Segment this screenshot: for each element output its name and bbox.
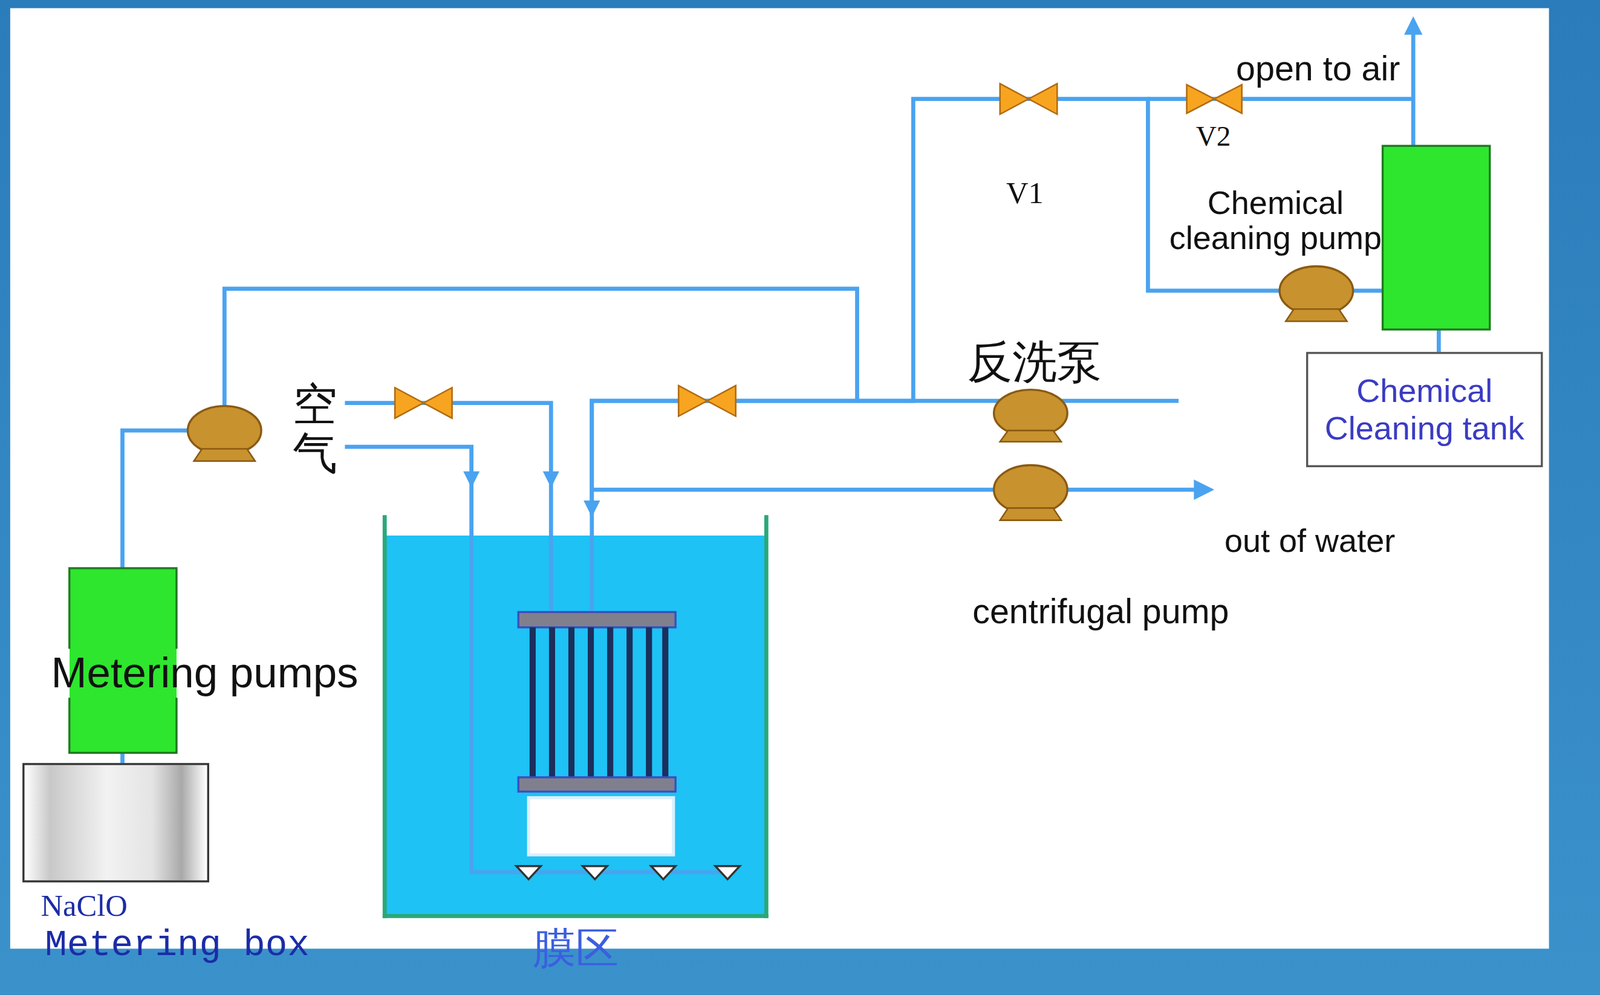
pump-base: [1000, 430, 1062, 443]
valve-label: V1: [1006, 175, 1044, 211]
cleaning-pump-box: [1382, 145, 1490, 330]
pump-base: [1285, 308, 1347, 322]
panel-background: [10, 8, 1550, 950]
outlet-label: out of water: [1224, 522, 1396, 560]
valve-symbol: [1000, 83, 1058, 115]
equipment-label: Metering pumps: [50, 648, 358, 699]
equipment-label: centrifugal pump: [972, 591, 1229, 632]
cleaning-tank: Chemical Cleaning tank: [1306, 351, 1544, 468]
membrane-tank: 膜区: [382, 515, 769, 974]
module-header: [518, 612, 676, 628]
node-label: Metering box: [44, 923, 210, 967]
vent-label: open to air: [1235, 48, 1400, 89]
vent-pipe: [1411, 30, 1416, 154]
module-footer: [518, 777, 676, 793]
valve-label: V2: [1196, 120, 1232, 153]
node-label: 膜区: [382, 924, 769, 975]
tank-picture: [22, 763, 210, 883]
equipment-label: 空气: [292, 379, 338, 479]
equipment-label: Chemical cleaning pump: [1157, 186, 1393, 256]
equipment-label: 反洗泵: [967, 336, 1103, 389]
valve-symbol: [1186, 84, 1243, 114]
tank-wall: [382, 515, 769, 919]
membrane-fibers: [532, 627, 666, 778]
air-pipe: [344, 446, 735, 873]
module-base: [528, 798, 674, 856]
node-label: Chemical Cleaning tank: [1318, 371, 1531, 447]
module-pipe: [589, 515, 594, 612]
flow-arrow: [1193, 479, 1215, 501]
pump-base: [194, 449, 256, 462]
node-label: NaClO: [41, 888, 210, 924]
pump-base: [1000, 507, 1062, 521]
outlet-pipe: [591, 487, 1201, 493]
pump-symbol: [1279, 266, 1354, 316]
tank-water: [384, 535, 767, 916]
pump-symbol: [188, 406, 262, 456]
valve-symbol: [678, 385, 736, 417]
flow-arrow: [543, 471, 560, 488]
valve-symbol: [394, 387, 453, 419]
air-diffusers: [516, 866, 741, 880]
metering-box: NaClOMetering box: [22, 763, 210, 967]
pump-symbol: [994, 465, 1068, 515]
flow-arrow: [1404, 16, 1423, 35]
air-pipe: [344, 403, 551, 613]
flow-arrow: [463, 471, 480, 488]
pump-symbol: [994, 390, 1068, 438]
